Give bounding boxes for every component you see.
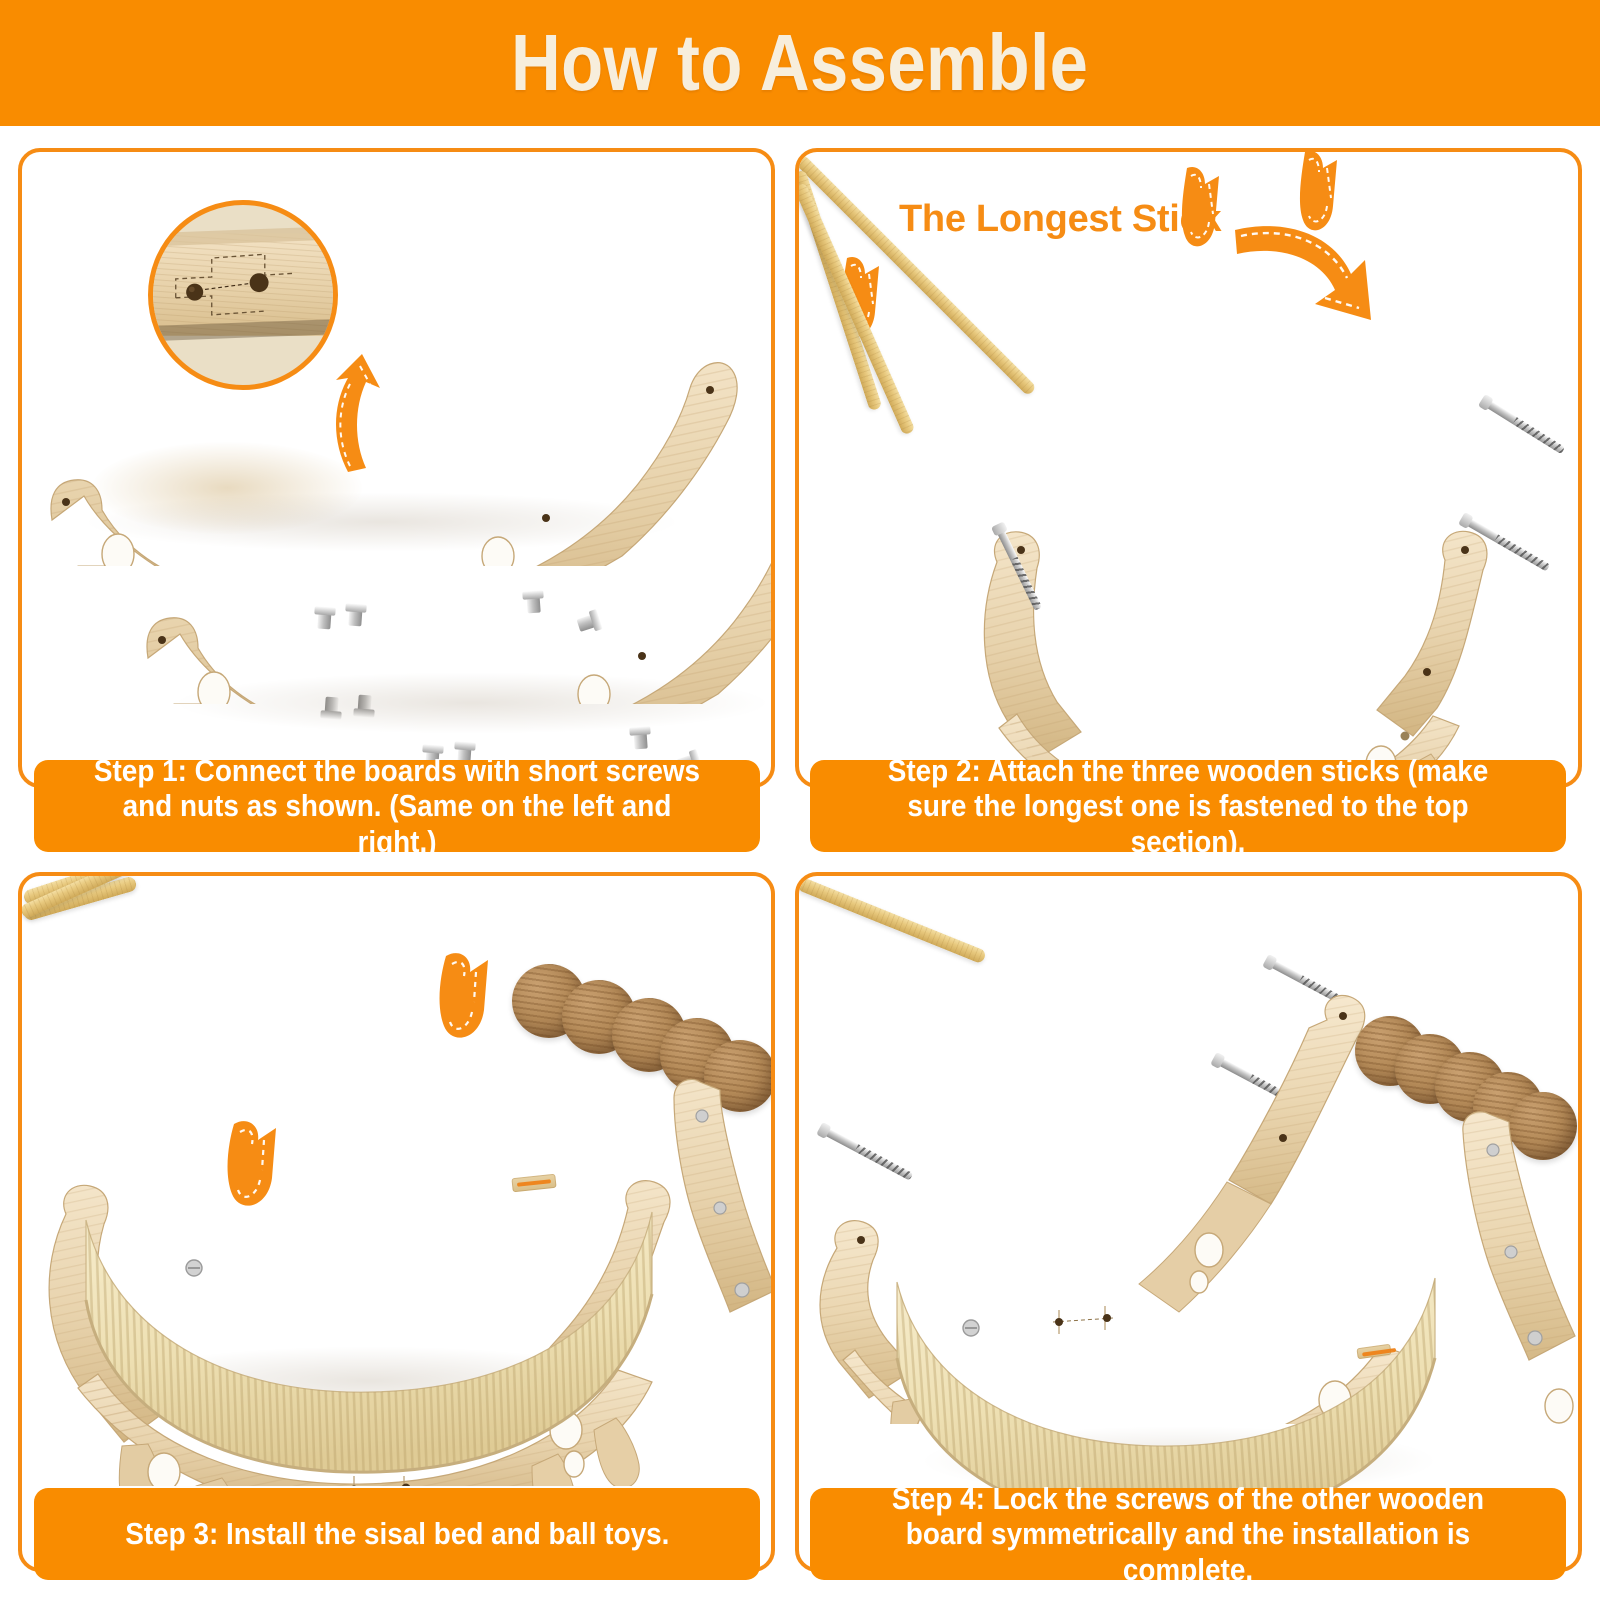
frame-front-upright — [673, 1078, 771, 1313]
wooden-rail-top — [50, 362, 738, 566]
page-header: How to Assemble — [0, 0, 1600, 126]
step-4-caption: Step 4: Lock the screws of the other woo… — [810, 1481, 1566, 1587]
frame-front-board — [1462, 1111, 1576, 1424]
step-3-illustration — [22, 876, 771, 1568]
step-1-illustration — [22, 152, 771, 784]
step-4-panel — [795, 872, 1582, 1572]
sisal-bed-arrow — [227, 1121, 276, 1206]
stick-arrow-middle — [1181, 166, 1219, 247]
wooden-rail-bottom — [146, 562, 771, 704]
joint-detail-drawing — [153, 226, 333, 342]
step-4-illustration — [799, 876, 1578, 1568]
step-2-caption: Step 2: Attach the three wooden sticks (… — [810, 753, 1566, 859]
sisal-ball — [1509, 1092, 1577, 1160]
inset-pointer-arrow — [336, 354, 380, 472]
step-3-panel — [18, 872, 775, 1572]
longest-stick-label: The Longest Stick — [899, 198, 1222, 240]
page-title: How to Assemble — [511, 18, 1089, 107]
ball-toys-arrow — [439, 953, 488, 1038]
step-2-panel: The Longest Stick — [795, 148, 1582, 788]
sisal-hammock-bed — [84, 1211, 654, 1474]
step-3-caption: Step 3: Install the sisal bed and ball t… — [34, 1488, 760, 1580]
assembled-rail — [983, 530, 1488, 784]
frame-screw-heads — [185, 1259, 203, 1277]
ball-toy-rod — [799, 876, 988, 965]
stick-arrow-right — [1299, 152, 1337, 231]
short-screw — [633, 727, 648, 750]
longest-stick-arrow — [1235, 226, 1371, 320]
frame-screw-heads — [962, 1319, 980, 1337]
joint-detail-inset — [148, 200, 338, 390]
step-1-panel — [18, 148, 775, 788]
step-2-illustration: The Longest Stick — [799, 152, 1578, 784]
inset-ground-shadow — [92, 442, 362, 534]
step-1-caption: Step 1: Connect the boards with short sc… — [34, 753, 760, 859]
